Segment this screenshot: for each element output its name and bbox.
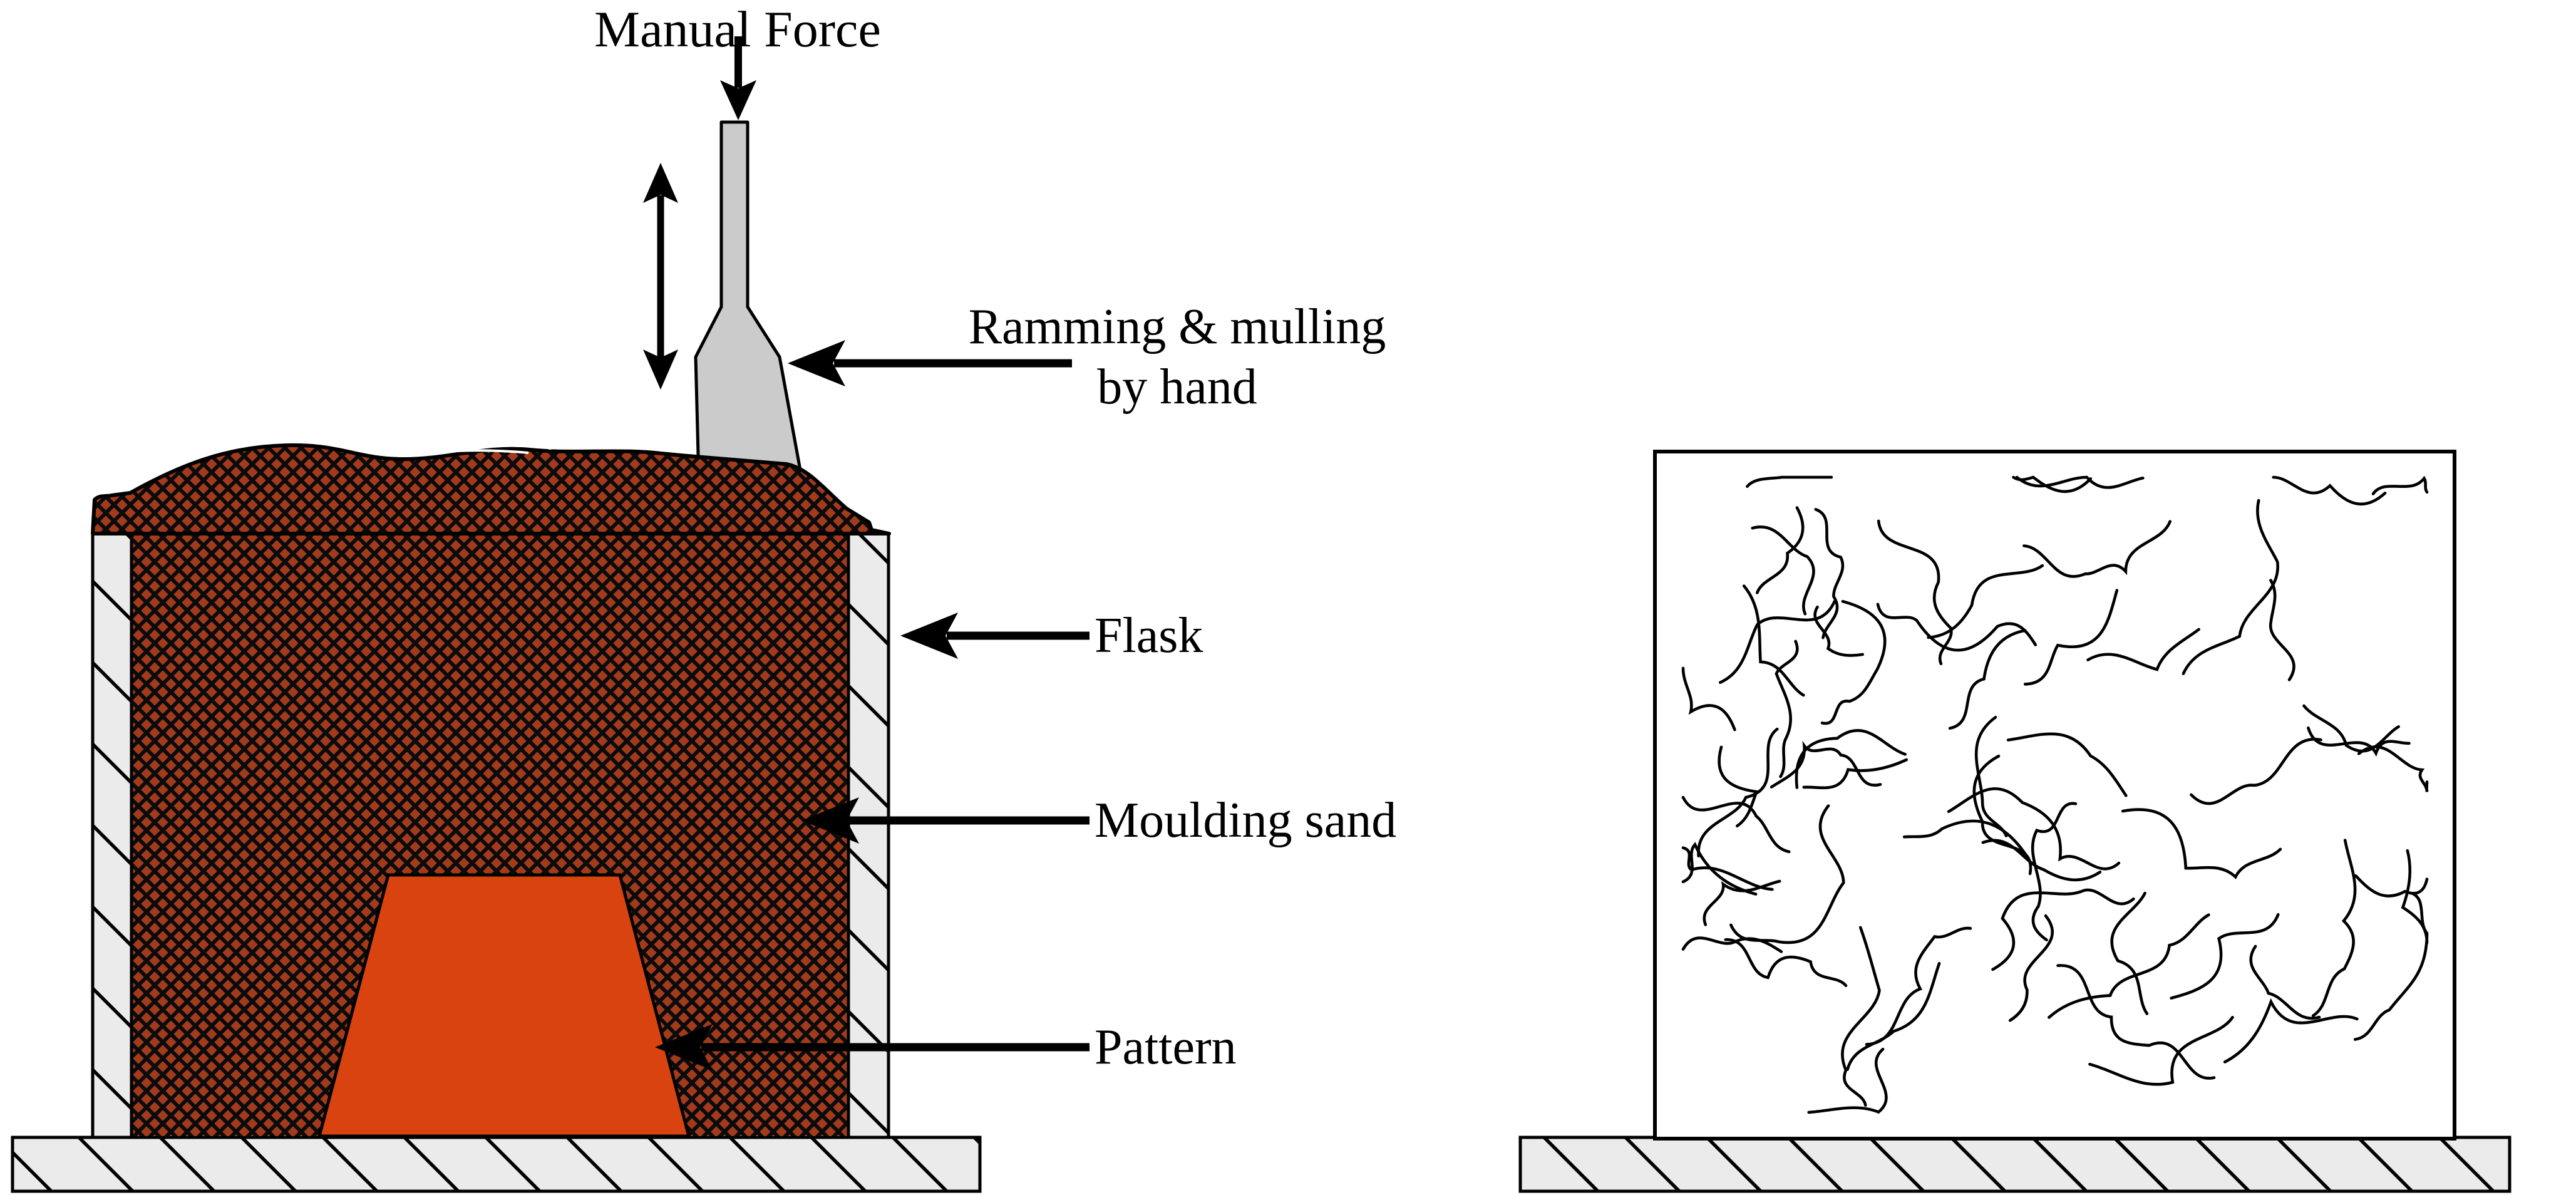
grain-squiggle [2401, 849, 2429, 944]
base-plate-right [1518, 1136, 2512, 1193]
grain-squiggle [2022, 520, 2172, 578]
ramming-mulling-label-line2: by hand [1097, 360, 1257, 415]
arrow-head [788, 340, 845, 386]
grain-squiggle [1814, 508, 1845, 639]
grain-squiggle [1770, 740, 1882, 789]
grain-squiggle [1681, 846, 1774, 891]
arrow-head-down [643, 349, 678, 390]
grain-squiggle [2307, 726, 2411, 757]
arrow-head-up [643, 163, 678, 203]
sand-mound [91, 443, 891, 535]
grain-squiggle [2371, 475, 2429, 495]
grain-squiggle [2353, 892, 2429, 1041]
grain-squiggle [1813, 605, 1864, 657]
flask-left-wall [91, 532, 133, 1139]
grain-squiggle [1697, 727, 1779, 857]
grain-squiggle [1865, 926, 1972, 1046]
grain-squiggle [2086, 628, 2200, 671]
manual-force-label: Manual Force [594, 1, 881, 58]
flask-arrow-icon [900, 613, 1090, 659]
grain-squiggle [2023, 589, 2119, 686]
grain-squiggle [2015, 475, 2145, 489]
ram-streak-line [408, 449, 529, 457]
right-diagram [1518, 450, 2512, 1193]
grain-squiggle [1802, 758, 1909, 790]
grain-squiggle [1974, 715, 2008, 837]
grain-squiggle [1948, 629, 2027, 730]
grain-squiggle [1729, 804, 1845, 944]
grain-squiggle [2269, 579, 2295, 681]
ramming-mulling-label: Ramming & mulling by hand [969, 297, 1386, 417]
grain-squiggle [1807, 1047, 1888, 1114]
flask-label: Flask [1095, 608, 1203, 663]
grain-squiggle [1742, 584, 1805, 697]
moulding-sand-arrow-icon [801, 797, 1090, 844]
grain-squiggle [2223, 998, 2359, 1063]
arrow-head [900, 613, 958, 659]
ram-streak-line [398, 442, 519, 450]
grain-squiggle [2088, 1016, 2234, 1086]
grain-squiggle [1681, 795, 1791, 854]
arrow-head [655, 1024, 713, 1070]
grain-squiggle [2357, 745, 2429, 792]
grain-squiggle [1795, 729, 1907, 789]
pattern-arrow-icon [655, 1024, 1090, 1070]
grain-squiggle [2048, 913, 2210, 1019]
grain-squiggle [1846, 961, 1941, 1071]
ramming-mulling-label-line1: Ramming & mulling [968, 299, 1386, 354]
ram-streaks [398, 442, 662, 457]
grain-squiggle [2056, 964, 2216, 1080]
grain-squiggle [2006, 732, 2128, 797]
grain-squiggle [2110, 891, 2149, 1015]
grain-squiggle [2311, 839, 2357, 1018]
grain-squiggle [2031, 802, 2078, 942]
grain-squiggle [2008, 914, 2054, 1022]
grain-squiggle [1877, 519, 1953, 666]
grain-squiggle [2302, 704, 2400, 753]
grain-squiggle-group [1681, 475, 2429, 1114]
grain-squiggle [1820, 599, 1887, 725]
grain-squiggle [1681, 666, 1736, 732]
arrow-head [720, 80, 756, 120]
manual-force-arrow-icon [720, 36, 756, 120]
up-down-arrow-icon [643, 163, 678, 390]
grain-squiggle [1756, 506, 1805, 594]
grain-box [1653, 450, 2456, 1141]
grain-squiggle [1981, 839, 2102, 882]
grain-squiggle [2272, 475, 2387, 505]
grain-squiggle [1746, 475, 1833, 488]
grain-squiggle [1775, 639, 1799, 779]
grain-squiggle [1902, 819, 2029, 859]
grain-squiggle [1972, 754, 2032, 876]
grain-squiggle [1927, 564, 2044, 639]
grain-squiggle [1841, 926, 1881, 1107]
grain-squiggle [1724, 938, 1848, 987]
grain-squiggle [1876, 603, 2038, 652]
grain-squiggle [2121, 808, 2282, 880]
grain-squiggle [2182, 499, 2279, 675]
grain-squiggle [2012, 475, 2093, 494]
grain-squiggle [2249, 944, 2321, 1020]
left-diagram [11, 36, 1090, 1193]
grain-squiggle [1751, 525, 1815, 616]
grain-squiggle [2354, 874, 2429, 898]
flask-right-wall [847, 532, 890, 1139]
moulding-sand-label: Moulding sand [1095, 793, 1397, 848]
grain-squiggle [2190, 738, 2322, 805]
grain-squiggle [2170, 913, 2280, 1000]
arrow-head [801, 797, 859, 844]
pattern-label: Pattern [1095, 1020, 1237, 1075]
ram-streak-line [548, 444, 662, 450]
ramming-tool [694, 120, 808, 506]
grain-squiggle [1718, 745, 1759, 828]
base-plate-left [11, 1136, 982, 1193]
ramming-arrow-icon [788, 340, 1072, 386]
pattern-trapezoid [317, 873, 691, 1138]
